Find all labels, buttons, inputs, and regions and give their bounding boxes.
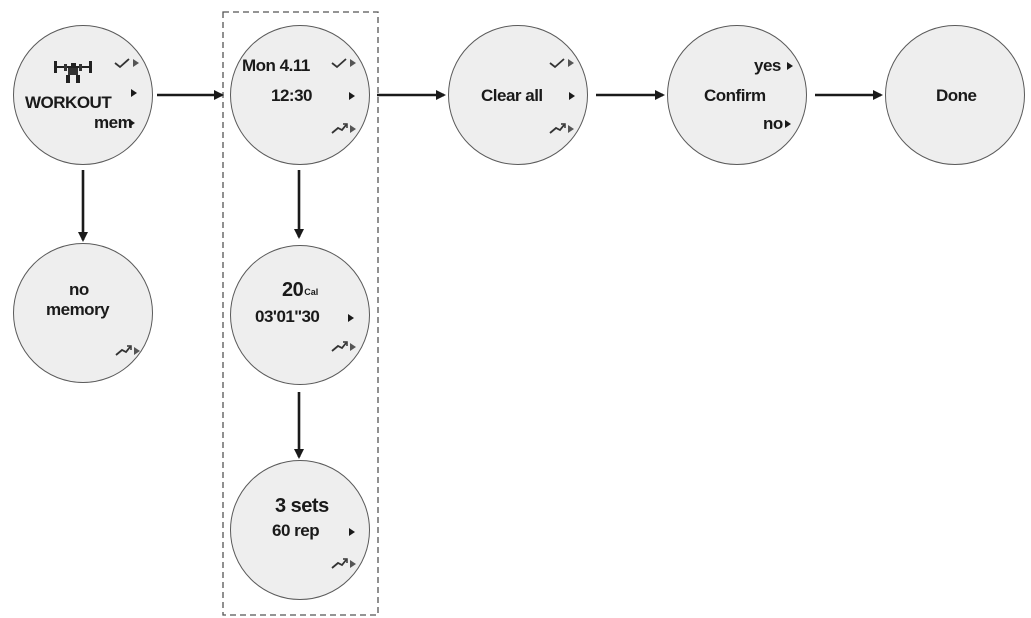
mem-label: mem	[94, 113, 133, 132]
confirm-node: yes Confirm no	[667, 25, 807, 165]
return-arrow-icon	[115, 345, 140, 356]
sets-reps-node: 3 sets 60 rep	[230, 460, 370, 600]
no-memory-line1: no	[69, 280, 89, 299]
triangle-right-icon	[129, 119, 135, 127]
clear-all-label: Clear all	[481, 86, 543, 105]
triangle-right-icon	[349, 528, 355, 536]
triangle-right-icon	[348, 314, 354, 322]
no-label: no	[763, 114, 783, 133]
time-label: 12:30	[271, 86, 312, 105]
no-memory-line2: memory	[46, 300, 110, 319]
done-node: Done	[885, 25, 1025, 165]
check-arrow-icon	[114, 58, 139, 69]
calories-value: 20Cal	[282, 280, 318, 302]
sets-label: 3 sets	[275, 495, 329, 517]
clear-all-node: Clear all	[448, 25, 588, 165]
calories-number: 20	[282, 279, 304, 301]
triangle-right-icon	[569, 92, 575, 100]
return-arrow-icon	[549, 123, 574, 134]
triangle-right-icon	[131, 89, 137, 97]
triangle-right-icon	[349, 92, 355, 100]
yes-label: yes	[754, 56, 781, 75]
group-box	[222, 11, 379, 616]
done-label: Done	[936, 86, 977, 105]
date-time-node: Mon 4.11 12:30	[230, 25, 370, 165]
return-arrow-icon	[331, 341, 356, 352]
calories-node: 20Cal 03'01''30	[230, 245, 370, 385]
confirm-label: Confirm	[704, 86, 766, 105]
workout-label: WORKOUT	[25, 93, 112, 112]
return-arrow-icon	[331, 123, 356, 134]
check-arrow-icon	[331, 58, 356, 69]
triangle-right-icon	[785, 120, 791, 128]
workout-node: WORKOUT mem	[13, 25, 153, 165]
reps-label: 60 rep	[272, 521, 320, 540]
duration-label: 03'01''30	[255, 307, 320, 326]
no-memory-node: no memory	[13, 243, 153, 383]
return-arrow-icon	[331, 558, 356, 569]
triangle-right-icon	[787, 62, 793, 70]
check-arrow-icon	[549, 58, 574, 69]
date-label: Mon 4.11	[242, 56, 310, 75]
weightlifter-icon	[54, 61, 92, 83]
calories-unit: Cal	[304, 287, 319, 297]
